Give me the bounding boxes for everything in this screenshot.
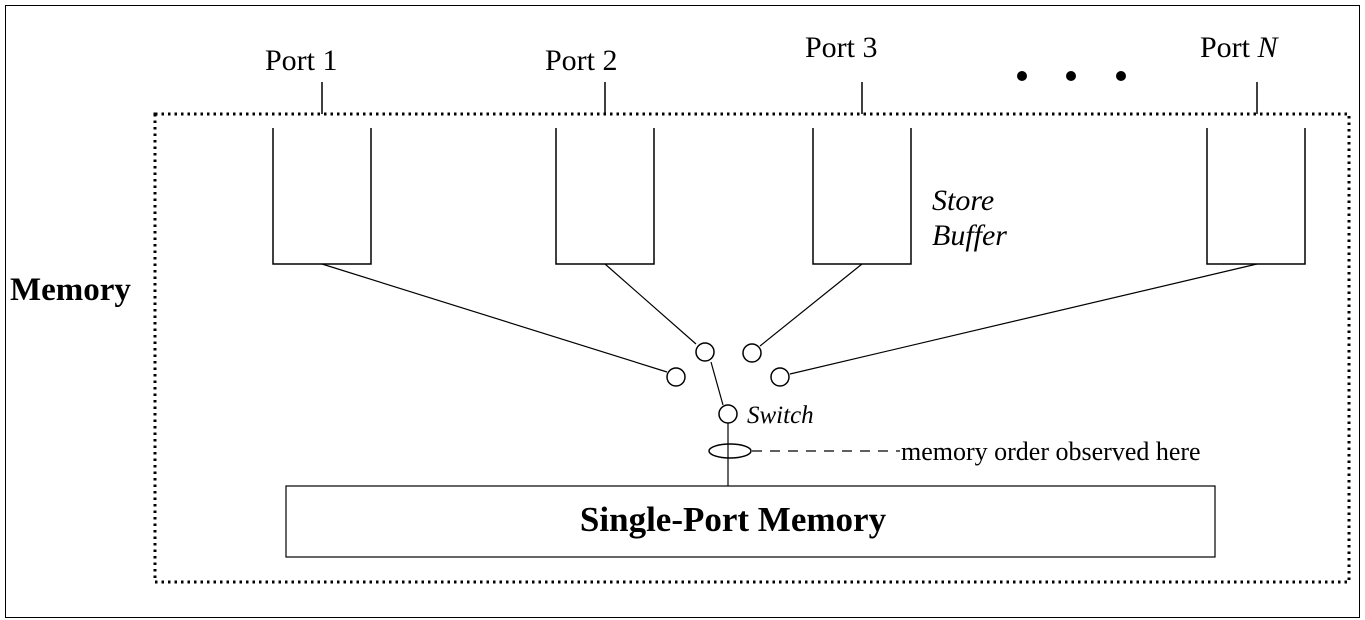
switch-contact-1 xyxy=(666,367,686,387)
memory-label: Memory xyxy=(10,272,131,308)
store-buffers xyxy=(272,128,1306,265)
observation-point xyxy=(708,443,752,459)
switch-contact-3 xyxy=(742,343,762,363)
port-stubs xyxy=(321,82,1258,114)
ellipsis-dot xyxy=(1116,71,1126,81)
buffer-connections xyxy=(321,263,1258,375)
connection-2 xyxy=(604,263,697,345)
memory-boundary xyxy=(153,112,1351,584)
port-label-1: Port 1 xyxy=(265,44,338,77)
store-buffer-2 xyxy=(555,128,655,265)
switch-arm xyxy=(710,361,724,406)
ellipsis-dot xyxy=(1066,71,1076,81)
store-buffer-1 xyxy=(272,128,372,265)
outer-frame xyxy=(5,5,1360,618)
switch-label: Switch xyxy=(747,402,814,429)
connection-n xyxy=(789,263,1258,375)
order-annotation: memory order observed here xyxy=(901,437,1201,466)
port-label-3: Port 3 xyxy=(805,31,878,64)
connection-3 xyxy=(759,263,863,347)
port-label-n: Port N xyxy=(1200,31,1280,64)
single-port-memory-label: Single-Port Memory xyxy=(580,500,887,539)
ellipsis-dots xyxy=(1017,71,1126,81)
store-buffer-label-line1: Store xyxy=(932,184,994,217)
switch-contacts xyxy=(666,342,790,387)
switch-contact-n xyxy=(770,367,790,387)
store-buffer-3 xyxy=(812,128,912,265)
switch-pivot xyxy=(718,404,738,424)
port-label-2: Port 2 xyxy=(545,44,618,77)
ellipsis-dot xyxy=(1017,71,1027,81)
store-buffer-label-line2: Buffer xyxy=(932,219,1007,252)
switch-contact-2 xyxy=(695,342,715,362)
single-port-memory-block xyxy=(285,485,1216,558)
store-buffer-n xyxy=(1206,128,1306,265)
connection-1 xyxy=(321,263,668,373)
